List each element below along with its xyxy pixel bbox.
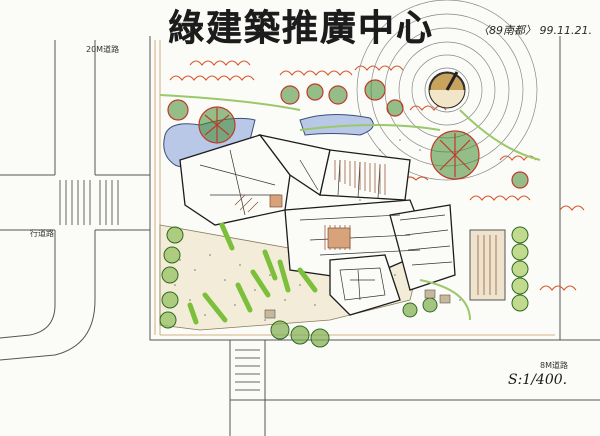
trees <box>159 79 529 348</box>
planting-bars <box>187 222 318 325</box>
brick-patch <box>269 194 351 249</box>
scale-note: S:1/400. <box>508 372 568 388</box>
road-label-left-middle: 行道路 <box>30 229 54 238</box>
paving-blocks <box>264 289 451 319</box>
tree-row-left <box>159 226 184 329</box>
plaza-center <box>428 71 466 109</box>
drawing-title: 綠建築推廣中心 <box>168 8 435 49</box>
road-label-top-left: 20M道路 <box>86 45 120 54</box>
roads <box>0 36 600 436</box>
green-belts <box>159 94 541 321</box>
drawing-subtitle: 〈89南都〉 99.11.21. <box>478 24 592 37</box>
tree-row-right <box>511 226 529 312</box>
buildings <box>179 134 456 316</box>
crosswalks <box>59 180 260 391</box>
road-label-bottom-right: 8M道路 <box>540 361 568 370</box>
tree-row-bottom <box>270 297 438 348</box>
tree-branches <box>204 108 471 177</box>
